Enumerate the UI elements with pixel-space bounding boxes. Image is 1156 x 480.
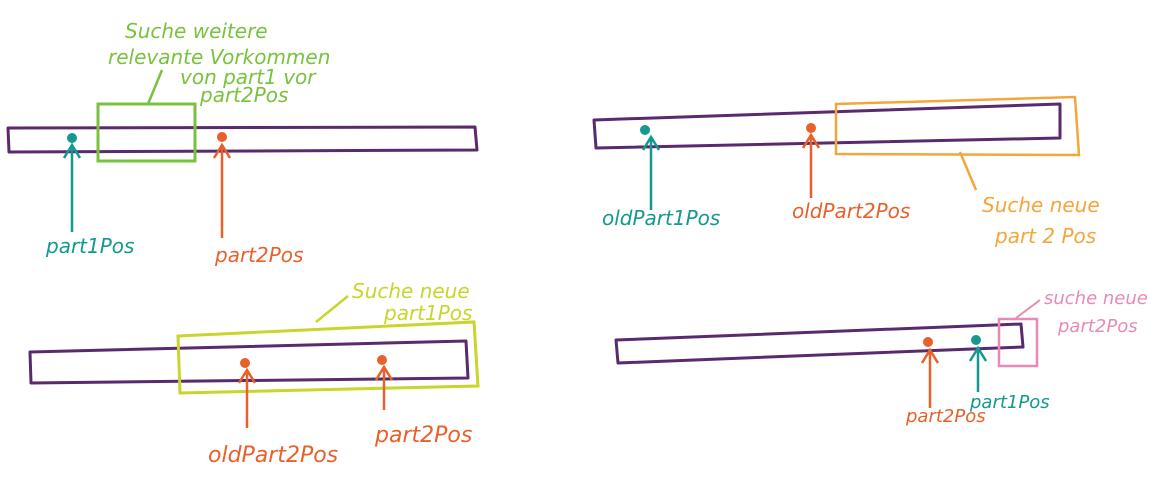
note-line-4: part2Pos [199,83,288,107]
pointer-arrow-a [62,142,82,232]
label-a: oldPart1Pos [602,206,720,230]
note-line-1: Suche weitere [125,19,268,43]
pointer-arrow-a [237,367,257,428]
label-b: oldPart2Pos [792,199,910,223]
marker-dot-b [377,355,387,365]
pointer-arrow-b [212,142,232,238]
marker-dot-b [971,335,981,345]
search-window-box [96,102,197,163]
pointer-arrow-b [968,345,988,392]
note-line-2: part1Pos [383,301,472,325]
pointer-arrow-b [374,364,394,410]
label-a: part2Pos [905,406,986,427]
search-window-box [997,317,1039,368]
note-pointer-arrow [146,69,164,105]
panel-1: Suche weitere relevante Vorkommen von pa… [6,19,479,267]
string-bar [592,102,1062,150]
label-b: part2Pos [214,243,303,267]
marker-dot-a [240,358,250,368]
marker-dot-a [640,125,650,135]
note-line-1: Suche neue [982,193,1100,217]
label-b: part2Pos [374,423,472,448]
note-line-2: relevante Vorkommen [108,45,330,69]
note-line-2: part2Pos [1057,316,1138,337]
panel-4: suche neue part2Pos part2Pos part1Pos [614,288,1148,427]
marker-dot-b [806,123,816,133]
string-bar [28,339,470,385]
label-a: oldPart2Pos [208,443,338,468]
search-window-box [176,320,480,395]
marker-dot-a [923,337,933,347]
note-pointer-arrow [315,295,349,323]
search-window-box [834,95,1081,157]
pointer-arrow-a [641,134,661,210]
note-line-2: part 2 Pos [994,224,1096,248]
note-line-1: suche neue [1044,288,1148,309]
note-line-3: von part1 vor [180,65,317,89]
pointer-arrow-a [920,347,940,408]
marker-dot-a [67,133,77,143]
pointer-arrow-b [801,132,821,198]
note-line-1: Suche neue [352,279,470,303]
string-bar [614,322,1025,365]
panel-3: Suche neue part1Pos oldPart2Pos part2Pos [28,279,480,468]
panel-2: Suche neue part 2 Pos oldPart1Pos oldPar… [592,95,1100,248]
note-pointer-arrow [958,151,978,191]
label-b: part1Pos [969,392,1050,413]
note-pointer-arrow [1015,299,1041,319]
string-bar [6,125,479,154]
label-a: part1Pos [45,234,134,258]
marker-dot-b [217,132,227,142]
